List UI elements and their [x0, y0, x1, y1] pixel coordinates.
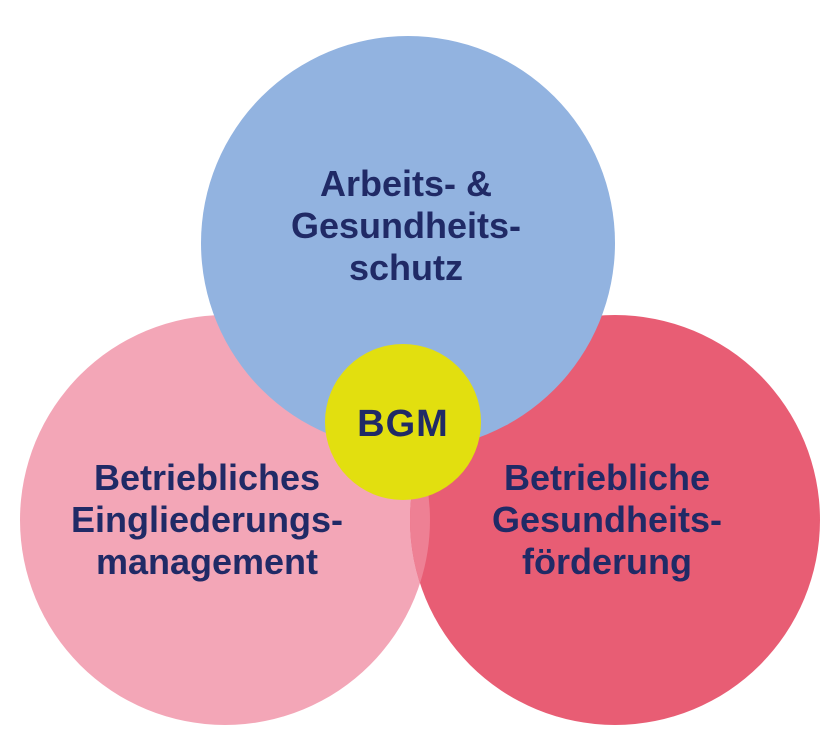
left-circle-label-line-3: management [96, 541, 318, 582]
right-circle-label-line-1: Betriebliche [504, 457, 710, 498]
bgm-center-label: BGM [357, 403, 449, 445]
left-circle-label-line-2: Eingliederungs- [71, 499, 343, 540]
right-circle-label-line-2: Gesundheits- [492, 499, 722, 540]
top-circle-label-line-3: schutz [349, 247, 463, 288]
top-circle-label-line-2: Gesundheits- [291, 205, 521, 246]
circle-bgm-center [325, 344, 481, 500]
left-circle-label-line-1: Betriebliches [94, 457, 320, 498]
circle-arbeits-gesundheitsschutz [201, 36, 615, 450]
top-circle-label-line-1: Arbeits- & [320, 163, 492, 204]
right-circle-label-line-3: förderung [522, 541, 692, 582]
